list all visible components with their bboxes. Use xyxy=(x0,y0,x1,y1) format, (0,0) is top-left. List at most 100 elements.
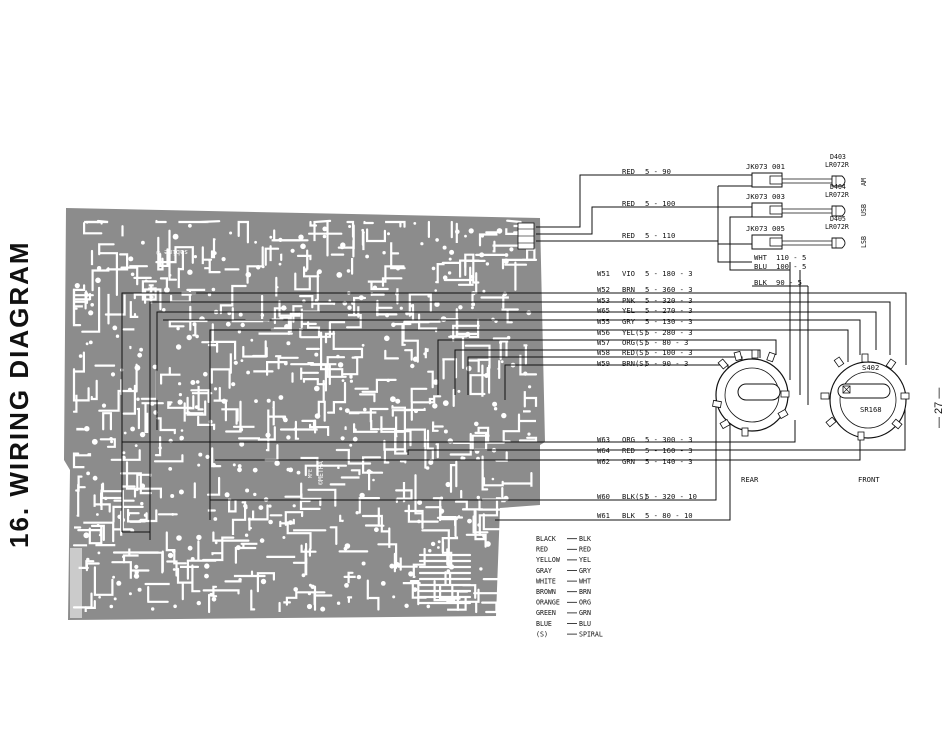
wire-part-label: 5 - 320 - 10 xyxy=(645,492,697,501)
front-switch-s402: S402 SR168 FRONT xyxy=(820,353,910,484)
wire-id-label: W65 xyxy=(597,306,610,315)
wire-id-label: W51 xyxy=(597,269,610,278)
rear-switch: REAR xyxy=(712,349,790,484)
harness-wires xyxy=(121,292,545,540)
legend-color-abbr: GRN xyxy=(579,609,591,617)
wire-id-label: W61 xyxy=(597,511,610,520)
legend-color-abbr: BLK xyxy=(579,535,591,543)
switch-sr168-label: SR168 xyxy=(860,405,882,414)
wire-part-label: 5 - 80 - 10 xyxy=(645,511,693,520)
wire-color-label: ORG xyxy=(622,435,635,444)
jack-wire-color-label: BLK xyxy=(754,278,768,287)
wire-part-label: 5 - 130 - 3 xyxy=(645,317,693,326)
wire-id-label: W59 xyxy=(597,359,610,368)
wire-part-label: 5 - 100 - 3 xyxy=(645,348,693,357)
right-wires xyxy=(536,174,907,521)
legend-color-abbr: BLU xyxy=(579,620,591,628)
legend-color-name: ORANGE xyxy=(536,599,560,607)
legend-color-name: RED xyxy=(536,546,548,554)
wire-id-label: W56 xyxy=(597,328,610,337)
legend-color-name: WHITE xyxy=(536,577,556,585)
wire-id-label: W63 xyxy=(597,435,610,444)
wire-color-label: YEL xyxy=(622,306,635,315)
legend-color-abbr: SPIRAL xyxy=(579,630,603,638)
diode-label: D404 xyxy=(830,183,846,191)
legend-color-name: BLACK xyxy=(536,535,556,543)
wire-color-label: RED xyxy=(622,167,635,176)
wire-color-label: BLK(S) xyxy=(622,492,648,501)
legend-color-name: YELLOW xyxy=(536,556,560,564)
pcb-board: sabine © ©METRA MFE xyxy=(64,208,545,620)
board-silkscreen-top: sabine © xyxy=(156,248,188,256)
legend-color-name: BROWN xyxy=(536,588,556,596)
wire-part-label: 5 - 320 - 3 xyxy=(645,296,693,305)
wire-color-label: RED xyxy=(622,446,635,455)
jack-name-label: JK073 003 xyxy=(746,192,785,201)
legend-color-abbr: GRY xyxy=(579,567,591,575)
wire-id-label: W64 xyxy=(597,446,610,455)
wire-color-label: ORG(S) xyxy=(622,338,648,347)
wire-part-label: 5 - 360 - 3 xyxy=(645,285,693,294)
led-icon xyxy=(831,237,846,249)
wire-id-label: W57 xyxy=(597,338,610,347)
legend-row: RED RED xyxy=(536,546,591,554)
legend-color-name: (S) xyxy=(536,630,548,638)
legend-color-abbr: WHT xyxy=(579,577,591,585)
legend-row: WHITE WHT xyxy=(536,577,591,585)
led-icon xyxy=(831,175,846,187)
wire-part-label: 5 - 180 - 3 xyxy=(645,269,693,278)
legend-row: BLACK BLK xyxy=(536,535,591,543)
wire-id-label: W62 xyxy=(597,457,610,466)
wire-color-label: RED xyxy=(622,199,635,208)
wire-color-label: BLK xyxy=(622,511,636,520)
wire-part-label: 5 - 110 xyxy=(645,231,675,240)
board-silkscreen-model: MFE xyxy=(308,469,314,478)
led-model-label: LR072R xyxy=(825,223,849,231)
jack-wire-part-label: 100 - 5 xyxy=(776,262,806,271)
jack-wire-color-label: BLU xyxy=(754,262,767,271)
page-number: — 27 — xyxy=(933,388,945,428)
wire-part-label: 5 - 140 - 3 xyxy=(645,457,693,466)
wire-color-label: GRY xyxy=(622,317,636,326)
pcb-traces xyxy=(70,219,538,618)
led-model-label: LR072R xyxy=(825,161,849,169)
wire-part-label: 5 - 90 xyxy=(645,167,671,176)
wire-part-label: 5 - 160 - 3 xyxy=(645,446,693,455)
front-label: FRONT xyxy=(858,475,880,484)
jack-name-label: JK073 005 xyxy=(746,224,785,233)
legend-row: YELLOW YEL xyxy=(536,556,591,564)
wire-id-label: W60 xyxy=(597,492,610,501)
legend-color-abbr: RED xyxy=(579,546,591,554)
wire-id-label: W52 xyxy=(597,285,610,294)
wire-part-label: 5 - 90 - 3 xyxy=(645,359,688,368)
band-label: AM xyxy=(860,178,868,186)
band-label: USB xyxy=(860,204,868,216)
wire-part-label: 5 - 80 - 3 xyxy=(645,338,688,347)
legend-color-abbr: YEL xyxy=(579,556,591,564)
wire-color-label: RED xyxy=(622,231,635,240)
led-model-label: LR072R xyxy=(825,191,849,199)
wire-color-label: BRN xyxy=(622,285,635,294)
legend-row: ORANGE ORG xyxy=(536,599,591,607)
jack-wire-part-label: 110 - 5 xyxy=(776,253,806,262)
led-icon xyxy=(831,205,846,217)
legend-color-abbr: ORG xyxy=(579,599,591,607)
rear-label: REAR xyxy=(741,475,759,484)
wire-id-label: W58 xyxy=(597,348,610,357)
wire-part-label: 5 - 300 - 3 xyxy=(645,435,693,444)
band-label: LSB xyxy=(860,236,868,248)
wire-color-label: YEL(S) xyxy=(622,328,648,337)
board-silkscreen-logo: ©METRA xyxy=(317,461,325,485)
wire-part-label: 5 - 280 - 3 xyxy=(645,328,693,337)
page-title: 16. WIRING DIAGRAM xyxy=(4,240,34,548)
pcb-pads xyxy=(74,222,532,612)
board-connector xyxy=(517,222,535,250)
switch-s402-label: S402 xyxy=(862,363,879,372)
